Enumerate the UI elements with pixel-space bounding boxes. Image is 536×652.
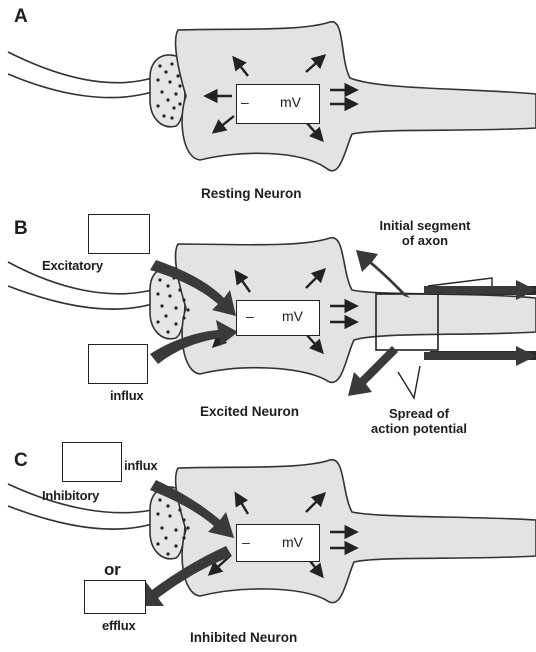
resting-neuron-caption: Resting Neuron — [201, 186, 302, 201]
excited-neuron-caption: Excited Neuron — [200, 404, 299, 419]
excitatory-label: Excitatory — [42, 258, 103, 273]
spread-pointer — [398, 366, 420, 398]
potential-unit-c: mV — [282, 534, 303, 550]
potential-sign-a: – — [241, 94, 249, 110]
efflux-label: efflux — [102, 618, 135, 633]
inhibitory-label: Inhibitory — [42, 488, 99, 503]
potential-sign-c: – — [242, 534, 250, 550]
axon-right-arrow-bottom-b — [424, 346, 536, 366]
presynaptic-axon-a — [8, 52, 152, 98]
axon-down-arrow-b — [348, 346, 398, 396]
potential-unit-a: mV — [280, 94, 301, 110]
influx-label-b: influx — [110, 388, 143, 403]
or-label: or — [104, 560, 121, 580]
excitatory-ion-box — [88, 214, 150, 254]
influx-label-c: influx — [124, 458, 157, 473]
spread-label: Spread of action potential — [354, 406, 484, 436]
potential-sign-b: – — [246, 308, 254, 324]
efflux-ion-box — [84, 580, 146, 614]
inhibited-neuron-caption: Inhibited Neuron — [190, 630, 297, 645]
axon-segment-label: Initial segment of axon — [360, 218, 490, 248]
potential-unit-b: mV — [282, 308, 303, 324]
influx-ion-box-b — [88, 344, 148, 384]
panel-letter-a: A — [14, 6, 28, 28]
panel-letter-c: C — [14, 450, 28, 472]
inhibitory-ion-box — [62, 442, 122, 482]
panel-letter-b: B — [14, 218, 28, 240]
